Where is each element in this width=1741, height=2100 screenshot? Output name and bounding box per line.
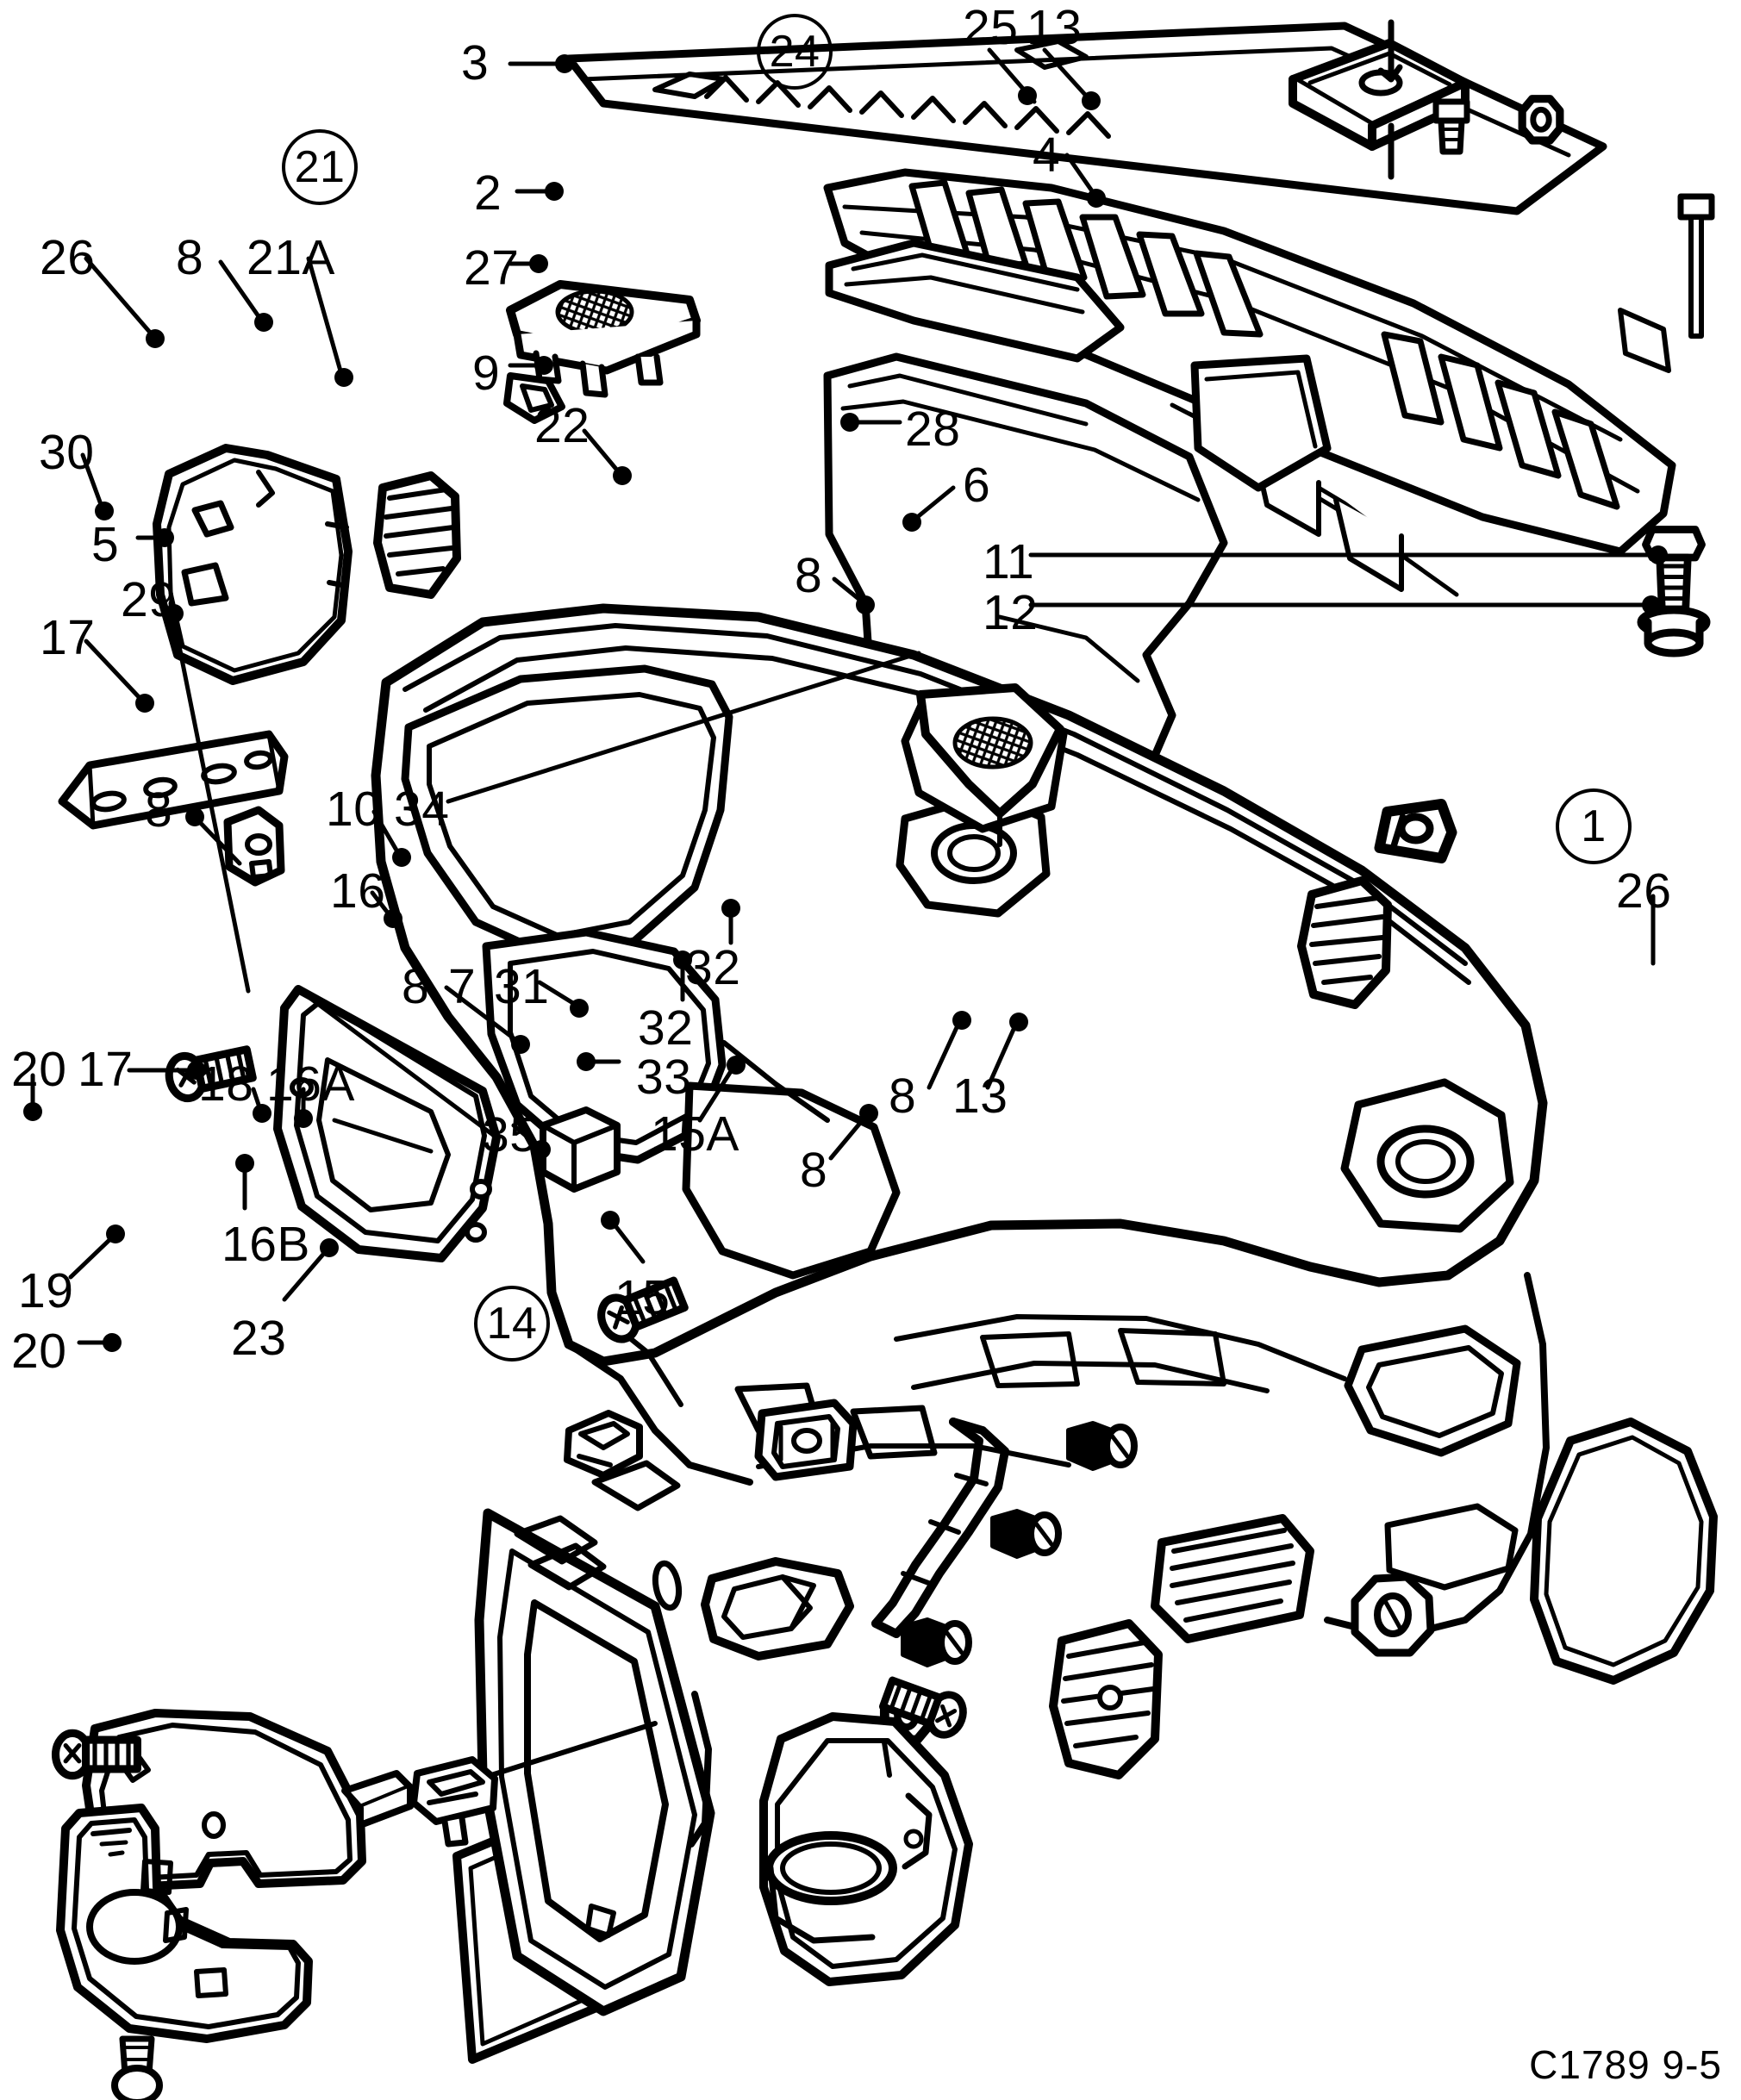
callout-5: 5 (91, 517, 120, 572)
callout-20: 20 (11, 1324, 67, 1379)
part-12-grommet (1637, 606, 1711, 657)
part-8-vent-upper-left (373, 471, 461, 599)
callout-18: 18 (198, 1056, 254, 1112)
callout-2: 2 (474, 165, 502, 221)
callout-32: 32 (638, 1000, 694, 1056)
callout-1-circled: 1 (1556, 788, 1632, 864)
callout-33: 33 (636, 1050, 692, 1105)
part-14-glovebox-frame (474, 1460, 715, 2016)
callout-26: 26 (1616, 863, 1672, 919)
part-26-end-cap-right (1530, 1418, 1718, 1685)
callout-30: 30 (39, 425, 95, 480)
callout-20: 20 (11, 1042, 67, 1097)
callout-28: 28 (905, 402, 961, 457)
callout-35: 35 (482, 1107, 538, 1162)
callout-9: 9 (472, 346, 501, 401)
callout-15: 15 (615, 1270, 671, 1325)
callout-6: 6 (963, 458, 991, 513)
part-16A-clip (410, 1756, 498, 1848)
callout-8: 8 (176, 230, 204, 285)
part-32-bolt-c (901, 1617, 972, 1667)
callout-17: 17 (40, 610, 96, 665)
part-25-stud (1432, 98, 1470, 155)
part-16B-filler-strip (341, 1770, 414, 1829)
part-28-duct-end-panel (1190, 354, 1332, 492)
part-26-end-cap-left (153, 444, 353, 685)
part-8-vent-right-centre (1297, 876, 1392, 1009)
callout-21a: 21A (246, 230, 335, 285)
callout-13: 13 (1027, 0, 1083, 55)
part-13-nut-top (1522, 99, 1560, 140)
part-32-bolt-b (990, 1509, 1062, 1559)
callout-12: 12 (983, 585, 1039, 640)
part-34-spacer-block (540, 1106, 621, 1193)
part-20-screw-lower (111, 2035, 163, 2100)
part-7-switch-blank (701, 1557, 854, 1661)
callout-31: 31 (494, 959, 550, 1014)
part-5-spring-clip (223, 806, 285, 887)
callout-23: 23 (231, 1311, 287, 1366)
part-16-clip (564, 1410, 643, 1479)
part-21-speaker-grille-left (506, 280, 701, 398)
part-20-screw-upper (56, 1733, 138, 1775)
part-13-nut-lower (1351, 1573, 1435, 1657)
callout-10: 10 (326, 782, 382, 837)
callout-3: 3 (461, 35, 490, 90)
callout-29: 29 (121, 572, 177, 627)
part-4-long-stud (1677, 193, 1715, 339)
part-27-seal-strip (825, 239, 1125, 363)
callout-13: 13 (952, 1069, 1008, 1124)
callout-24-circled: 24 (757, 14, 833, 90)
part-30-reinforcement-rail (58, 730, 289, 830)
part-8-vent-lower-right (1151, 1514, 1314, 1643)
callout-8: 8 (795, 548, 823, 603)
part-19-column-shroud-lower (56, 1804, 313, 2043)
callout-17: 17 (78, 1042, 134, 1097)
callout-16b: 16B (222, 1217, 310, 1272)
callout-8: 8 (145, 782, 173, 838)
callout-11: 11 (983, 534, 1035, 589)
callout-16: 16 (330, 863, 386, 919)
callout-8: 8 (402, 959, 430, 1014)
callout-21-circled: 21 (282, 129, 358, 205)
part-22-speaker-grille-right (916, 683, 1064, 847)
callout-25: 25 (963, 0, 1019, 55)
callout-8: 8 (800, 1143, 828, 1198)
panel-bracket-arm (871, 1418, 1009, 1638)
part-29-cluster-bezel (273, 985, 501, 1262)
callout-7: 7 (448, 959, 477, 1014)
part-24-mounting-plate (1289, 19, 1470, 180)
part-15-cup-holder-bracket (759, 1712, 973, 1986)
part-8-vent-bottom-centre (1049, 1619, 1163, 1779)
callout-8: 8 (889, 1069, 917, 1124)
callout-15a: 15A (651, 1106, 739, 1162)
figure-caption: C1789 9-5 (1529, 2042, 1722, 2087)
callout-27: 27 (464, 240, 520, 296)
callout-26: 26 (40, 230, 96, 285)
callout-14-circled: 14 (474, 1286, 550, 1362)
part-32-bolt-a (1066, 1421, 1138, 1471)
part-6-retaining-clip (1380, 804, 1452, 858)
callout-34: 34 (394, 782, 450, 837)
callout-22: 22 (534, 398, 590, 453)
callout-16a: 16A (266, 1056, 355, 1112)
callout-4: 4 (1033, 128, 1061, 183)
callout-19: 19 (18, 1263, 74, 1318)
callout-32: 32 (685, 940, 741, 995)
part-31-switch-housing (754, 1399, 858, 1481)
part-21A-clip (503, 372, 565, 424)
